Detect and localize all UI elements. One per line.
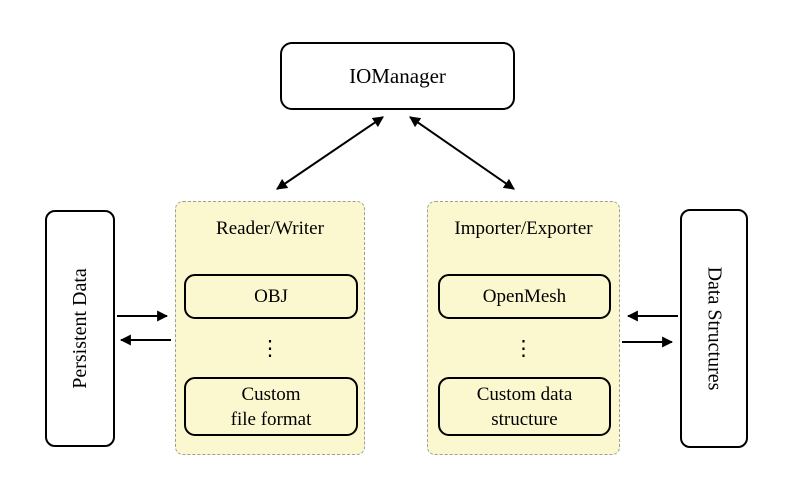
reader-writer-ellipsis: ⋮: [259, 336, 281, 360]
arrow-iomanager-importerexporter: [409, 116, 515, 190]
importer-exporter-group: Importer/Exporter OpenMesh ⋮ Custom data…: [427, 201, 620, 455]
iomanager-node: IOManager: [280, 42, 515, 110]
data-structures-label: Data Structures: [703, 266, 726, 391]
data-structures-node: Data Structures: [680, 209, 748, 448]
reader-writer-title: Reader/Writer: [216, 218, 324, 239]
custom-data-structure-node: Custom data structure: [438, 377, 611, 436]
importer-exporter-ellipsis: ⋮: [513, 336, 534, 360]
reader-writer-group: Reader/Writer OBJ ⋮ Custom file format: [175, 201, 365, 455]
importer-exporter-title: Importer/Exporter: [454, 218, 593, 239]
arrow-iomanager-readerwriter: [276, 116, 384, 190]
persistent-data-label: Persistent Data: [68, 268, 91, 389]
iomanager-label: IOManager: [349, 63, 446, 88]
custom-file-format-node: Custom file format: [184, 377, 358, 436]
openmesh-node: OpenMesh: [438, 274, 611, 319]
obj-node: OBJ: [184, 274, 358, 319]
persistent-data-node: Persistent Data: [45, 210, 115, 447]
